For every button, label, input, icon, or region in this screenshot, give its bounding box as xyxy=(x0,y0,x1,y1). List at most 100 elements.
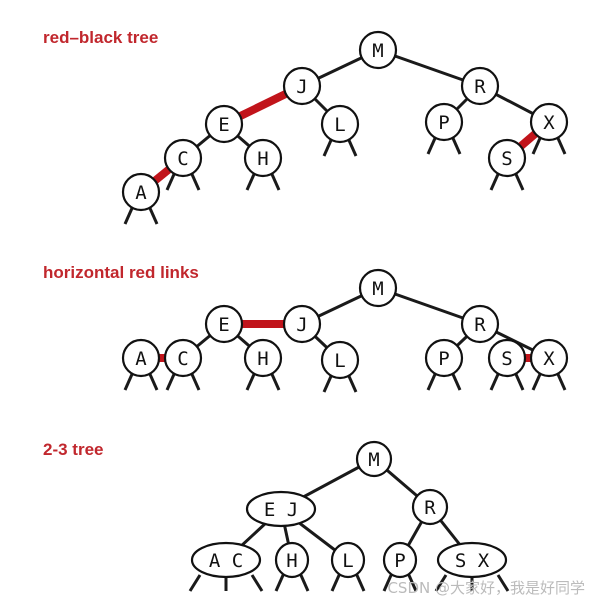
node-L: L xyxy=(330,541,366,579)
node-label-H: H xyxy=(286,550,297,572)
null-link-left-A xyxy=(123,371,135,391)
node-circle-EJ xyxy=(245,490,317,528)
node-label-L: L xyxy=(334,350,345,372)
node-circle-J xyxy=(282,304,322,344)
node-J: J xyxy=(282,304,322,344)
horizontal-links-title: horizontal red links xyxy=(43,263,199,282)
node-circle-X xyxy=(529,338,569,378)
null-link-left-H xyxy=(274,572,286,592)
node-circle-S xyxy=(487,138,527,178)
null-link-right-H xyxy=(269,371,281,391)
node-label-J: J xyxy=(296,76,307,98)
node-label-M: M xyxy=(372,40,383,62)
node-label-H: H xyxy=(257,148,268,170)
node-label-R: R xyxy=(424,497,436,519)
node-label-M: M xyxy=(368,449,379,471)
node-circle-P xyxy=(424,102,464,142)
node-J: J xyxy=(282,66,322,106)
node-circle-E xyxy=(204,104,244,144)
null-link-left-L xyxy=(330,572,342,592)
node-circle-R xyxy=(460,66,500,106)
node-circle-R xyxy=(460,304,500,344)
node-label-S: S xyxy=(501,148,512,170)
node-AC: A C xyxy=(190,541,262,579)
null-link-right-P xyxy=(450,135,462,155)
node-circle-S xyxy=(487,338,527,378)
node-circle-P xyxy=(424,338,464,378)
null-link-right-H xyxy=(269,171,281,191)
node-M: M xyxy=(355,440,393,478)
null-link-AC-0 xyxy=(188,574,202,592)
node-H: H xyxy=(243,138,283,178)
node-R: R xyxy=(460,304,500,344)
null-link-left-X xyxy=(531,135,543,155)
node-circle-M xyxy=(355,440,393,478)
null-link-right-L xyxy=(354,572,366,592)
null-link-right-C xyxy=(189,371,201,391)
node-label-X: X xyxy=(543,112,555,134)
null-link-left-C xyxy=(165,371,177,391)
node-label-X: X xyxy=(543,348,555,370)
null-link-left-S xyxy=(489,171,501,191)
node-circle-L xyxy=(330,541,366,579)
node-E: E xyxy=(204,304,244,344)
node-circle-X xyxy=(529,102,569,142)
node-circle-E xyxy=(204,304,244,344)
node-C: C xyxy=(163,338,203,378)
node-label-C: C xyxy=(177,348,188,370)
node-EJ: E J xyxy=(245,490,317,528)
node-H: H xyxy=(243,338,283,378)
node-A: A xyxy=(121,338,161,378)
node-circle-M xyxy=(358,30,398,70)
null-link-right-P xyxy=(450,371,462,391)
node-circle-P xyxy=(382,541,418,579)
node-label-L: L xyxy=(342,550,353,572)
node-label-M: M xyxy=(372,278,383,300)
null-link-left-L xyxy=(322,373,334,393)
null-link-right-H xyxy=(298,572,310,592)
two-three-tree-title: 2-3 tree xyxy=(43,440,104,459)
node-P: P xyxy=(382,541,418,579)
node-X: X xyxy=(529,102,569,142)
node-label-E: E xyxy=(218,114,229,136)
null-link-left-H xyxy=(245,171,257,191)
node-R: R xyxy=(411,488,449,526)
node-L: L xyxy=(320,340,360,380)
node-P: P xyxy=(424,338,464,378)
node-L: L xyxy=(320,104,360,144)
red-link-C-A xyxy=(152,166,172,184)
node-label-P: P xyxy=(438,348,449,370)
node-circle-J xyxy=(282,66,322,106)
node-circle-L xyxy=(320,104,360,144)
null-link-right-X xyxy=(555,135,567,155)
node-circle-A xyxy=(121,338,161,378)
node-S: S xyxy=(487,138,527,178)
null-link-left-P xyxy=(382,572,394,592)
node-label-SX: S X xyxy=(455,550,490,572)
null-link-right-P xyxy=(406,572,418,592)
null-link-left-P xyxy=(426,135,438,155)
node-M: M xyxy=(358,30,398,70)
node-circle-L xyxy=(320,340,360,380)
node-label-A: A xyxy=(135,182,147,204)
node-R: R xyxy=(460,66,500,106)
node-label-P: P xyxy=(438,112,449,134)
node-label-A: A xyxy=(135,348,147,370)
null-link-left-C xyxy=(165,171,177,191)
node-label-J: J xyxy=(296,314,307,336)
node-circle-SX xyxy=(436,541,508,579)
null-link-right-L xyxy=(346,137,358,157)
null-link-AC-2 xyxy=(250,574,264,592)
node-label-R: R xyxy=(474,76,486,98)
null-link-SX-0 xyxy=(434,574,448,592)
node-circle-H xyxy=(243,338,283,378)
red-link-J-E xyxy=(238,90,288,120)
rb-tree-title: red–black tree xyxy=(43,28,159,47)
node-label-EJ: E J xyxy=(264,499,298,521)
node-circle-AC xyxy=(190,541,262,579)
node-S: S xyxy=(487,338,527,378)
